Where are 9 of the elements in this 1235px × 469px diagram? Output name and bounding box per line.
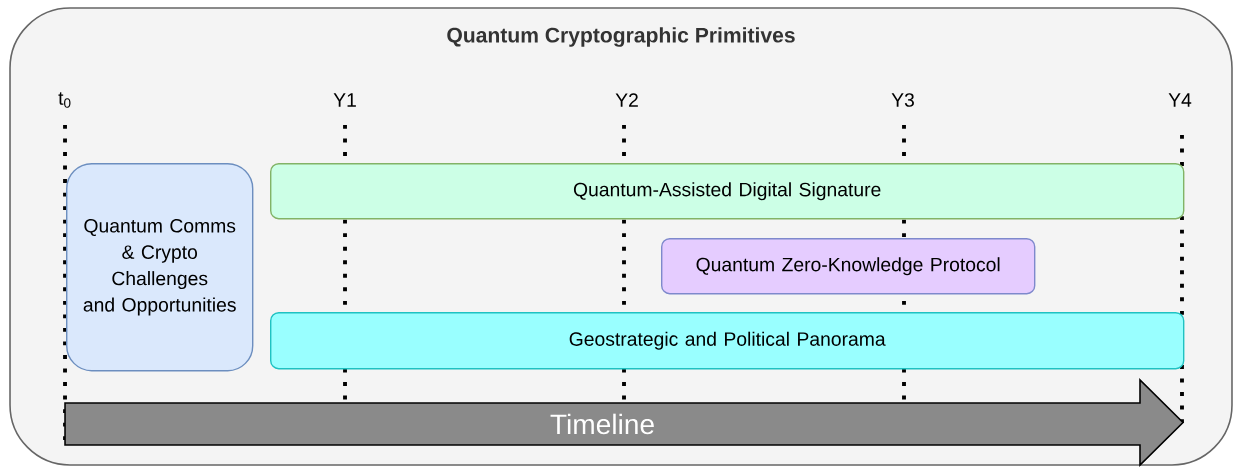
topic-box: Quantum Comms & Crypto Challenges and Opportunities xyxy=(66,163,254,372)
year-label: Y1 xyxy=(333,93,356,107)
timeline-bar: Geostrategic and Political Panorama xyxy=(270,312,1185,370)
timeline-bar: Quantum Zero-Knowledge Protocol xyxy=(661,238,1036,295)
year-label: Y2 xyxy=(615,93,638,107)
year-label: t$_{0}$ xyxy=(58,92,71,108)
timeline-bar: Quantum-Assisted Digital Signature xyxy=(270,163,1185,220)
year-label: Y3 xyxy=(891,93,914,107)
year-label: Y4 xyxy=(1168,93,1192,107)
